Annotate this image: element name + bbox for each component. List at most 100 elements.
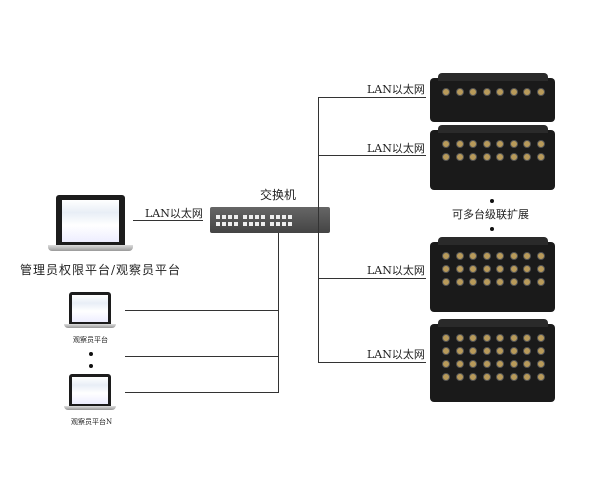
switch-port bbox=[288, 215, 292, 219]
acquisition-device bbox=[430, 319, 555, 402]
bnc-port bbox=[496, 153, 505, 161]
bnc-port bbox=[442, 278, 450, 286]
bnc-port bbox=[537, 360, 545, 368]
bnc-port bbox=[523, 373, 532, 381]
bnc-port bbox=[537, 153, 545, 161]
bnc-port bbox=[537, 252, 545, 260]
admin-label: 管理员权限平台/观察员平台 bbox=[20, 263, 182, 277]
observer-label: 观察员平台 bbox=[73, 336, 108, 344]
bnc-port bbox=[537, 373, 545, 381]
bnc-port bbox=[496, 360, 505, 368]
switch-port bbox=[276, 222, 280, 226]
bnc-port bbox=[509, 252, 518, 260]
bnc-port bbox=[523, 88, 532, 96]
switch-port bbox=[255, 222, 259, 226]
bnc-port bbox=[482, 252, 491, 260]
switch-port bbox=[222, 215, 226, 219]
switch-port bbox=[234, 215, 238, 219]
bnc-port bbox=[509, 347, 518, 355]
bnc-port bbox=[442, 334, 450, 342]
bnc-port bbox=[482, 278, 491, 286]
device-lan-label: LAN以太网 bbox=[367, 142, 425, 155]
bnc-port bbox=[496, 140, 505, 148]
switch-label: 交换机 bbox=[260, 188, 297, 202]
bnc-port bbox=[523, 347, 532, 355]
bnc-port bbox=[482, 140, 491, 148]
switch-port bbox=[243, 222, 247, 226]
switch-port bbox=[270, 222, 274, 226]
bnc-port bbox=[455, 140, 464, 148]
device-lan-label: LAN以太网 bbox=[367, 348, 425, 361]
switch-port bbox=[228, 215, 232, 219]
network-switch bbox=[210, 207, 330, 233]
bnc-port bbox=[469, 252, 478, 260]
switch-port bbox=[222, 222, 226, 226]
bnc-port bbox=[496, 252, 505, 260]
bnc-port bbox=[496, 347, 505, 355]
bnc-port bbox=[469, 360, 478, 368]
bnc-port bbox=[496, 334, 505, 342]
acquisition-device bbox=[430, 73, 555, 122]
bnc-port bbox=[482, 88, 491, 96]
bnc-port bbox=[509, 360, 518, 368]
bnc-port bbox=[537, 278, 545, 286]
switch-port bbox=[234, 222, 238, 226]
observer-laptop-n bbox=[64, 374, 116, 412]
acquisition-device bbox=[430, 237, 555, 312]
bnc-port bbox=[442, 265, 450, 273]
bnc-port bbox=[523, 360, 532, 368]
switch-port bbox=[261, 222, 265, 226]
switch-port bbox=[228, 222, 232, 226]
bnc-port bbox=[442, 373, 450, 381]
device-lan-label: LAN以太网 bbox=[367, 264, 425, 277]
bnc-port bbox=[496, 373, 505, 381]
bnc-port bbox=[523, 153, 532, 161]
bnc-port bbox=[537, 265, 545, 273]
acquisition-device bbox=[430, 125, 555, 190]
switch-port bbox=[261, 215, 265, 219]
bnc-port bbox=[482, 360, 491, 368]
bnc-port bbox=[509, 265, 518, 273]
bnc-port bbox=[482, 334, 491, 342]
bnc-port bbox=[537, 88, 545, 96]
bnc-port bbox=[496, 88, 505, 96]
bnc-port bbox=[442, 140, 450, 148]
bnc-port bbox=[469, 347, 478, 355]
bnc-port bbox=[482, 347, 491, 355]
bnc-port bbox=[523, 140, 532, 148]
switch-port bbox=[249, 215, 253, 219]
switch-port bbox=[249, 222, 253, 226]
bnc-port bbox=[523, 334, 532, 342]
bnc-port bbox=[469, 153, 478, 161]
bnc-port bbox=[496, 278, 505, 286]
bnc-port bbox=[537, 347, 545, 355]
bnc-port bbox=[469, 278, 478, 286]
bnc-port bbox=[482, 153, 491, 161]
bnc-port bbox=[523, 265, 532, 273]
bnc-port bbox=[455, 88, 464, 96]
admin-laptop bbox=[48, 195, 133, 253]
bnc-port bbox=[455, 334, 464, 342]
switch-port bbox=[276, 215, 280, 219]
cascade-label: 可多台级联扩展 bbox=[452, 208, 529, 221]
switch-port bbox=[216, 222, 220, 226]
bnc-port bbox=[509, 153, 518, 161]
bnc-port bbox=[469, 334, 478, 342]
bnc-port bbox=[455, 278, 464, 286]
bnc-port bbox=[509, 88, 518, 96]
switch-port bbox=[255, 215, 259, 219]
bnc-port bbox=[442, 252, 450, 260]
bnc-port bbox=[537, 334, 545, 342]
bnc-port bbox=[482, 373, 491, 381]
switch-port bbox=[243, 215, 247, 219]
bnc-port bbox=[509, 334, 518, 342]
device-lan-label: LAN以太网 bbox=[367, 83, 425, 96]
admin-lan-label: LAN以太网 bbox=[145, 207, 203, 220]
bnc-port bbox=[469, 88, 478, 96]
bnc-port bbox=[455, 347, 464, 355]
bnc-port bbox=[455, 252, 464, 260]
bnc-port bbox=[523, 252, 532, 260]
bnc-port bbox=[442, 360, 450, 368]
switch-port bbox=[216, 215, 220, 219]
